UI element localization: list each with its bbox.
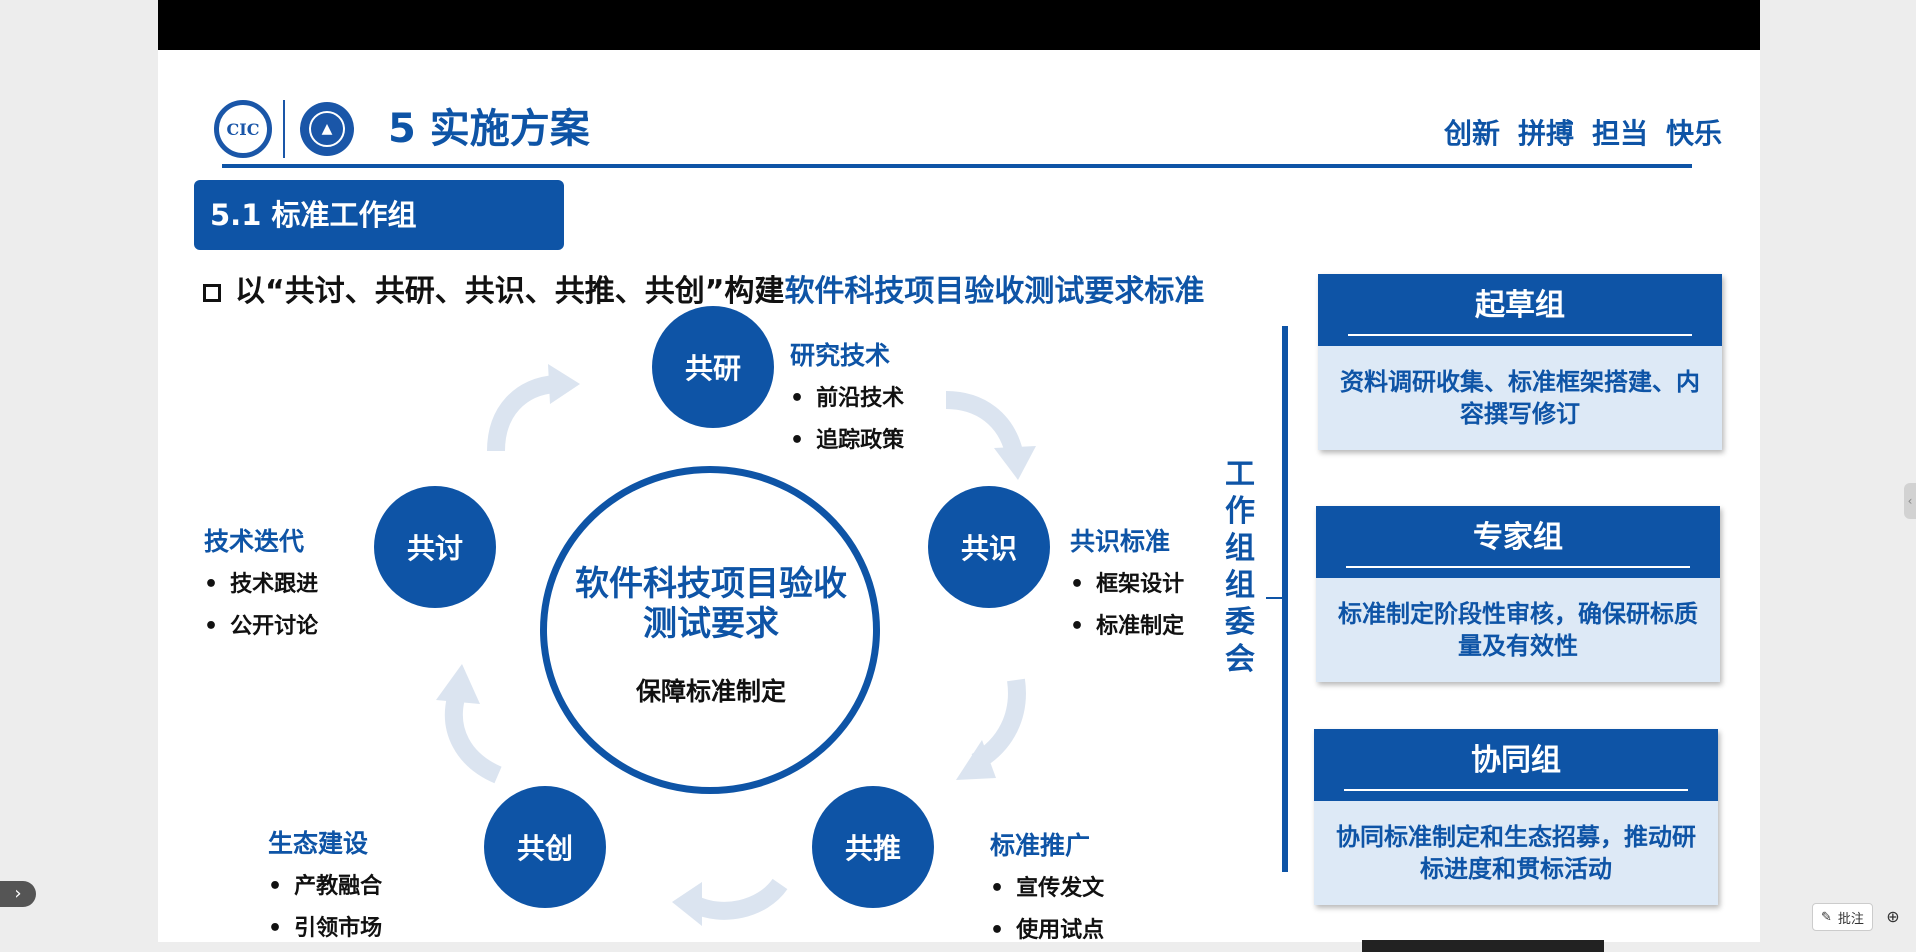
block-consensus: 共识标准 框架设计 标准制定 <box>1070 522 1184 648</box>
node-gongchuang: 共创 <box>484 786 606 908</box>
center-ring <box>540 466 880 794</box>
node-gongshi: 共识 <box>928 486 1050 608</box>
subtitle: 以“共讨、共研、共识、共推、共创”构建软件科技项目验收测试要求标准 <box>203 266 1204 310</box>
chevron-right-icon[interactable]: › <box>0 881 36 907</box>
curved-arrow-icon <box>436 664 502 784</box>
list-item: 宣传发文 <box>990 868 1104 910</box>
institute-seal-logo: ▲ <box>300 102 354 156</box>
list-item: 前沿技术 <box>790 378 904 420</box>
section-tab: 5.1 标准工作组 <box>194 180 564 250</box>
checkbox-bullet-icon <box>203 284 221 302</box>
committee-bracket-line <box>1282 326 1288 872</box>
slide-title: 5 实施方案 <box>388 106 590 152</box>
list-item: 引领市场 <box>268 908 382 942</box>
block-promotion: 标准推广 宣传发文 使用试点 <box>990 826 1104 942</box>
annotate-button[interactable]: ✎ 批注 <box>1812 903 1873 931</box>
motto-word: 拼搏 <box>1517 117 1574 150</box>
list-item: 使用试点 <box>990 910 1104 942</box>
committee-tick <box>1266 597 1282 599</box>
motto-word: 担当 <box>1591 117 1648 150</box>
block-iteration: 技术迭代 技术跟进 公开讨论 <box>204 522 318 648</box>
pen-icon: ✎ <box>1821 909 1832 925</box>
zoom-in-icon[interactable]: ⊕ <box>1886 906 1900 926</box>
side-panel-handle[interactable]: ‹ <box>1904 483 1916 519</box>
group-drafting: 起草组 资料调研收集、标准框架搭建、内容撰写修订 <box>1318 274 1722 450</box>
center-subtitle: 保障标准制定 <box>635 677 786 706</box>
curved-arrow-icon <box>956 678 1026 780</box>
list-item: 公开讨论 <box>204 606 318 648</box>
logo-separator <box>283 100 285 158</box>
motto: 创新 拼搏 担当 快乐 <box>1444 112 1722 152</box>
node-gongtao: 共讨 <box>374 486 496 608</box>
subtitle-highlight: 软件科技项目验收测试要求标准 <box>784 274 1205 309</box>
motto-word: 快乐 <box>1665 117 1722 150</box>
title-rule <box>222 164 1692 168</box>
cic-logo: CIC <box>214 100 272 158</box>
slide: CIC ▲ 5 实施方案 创新 拼搏 担当 快乐 5.1 标准工作组 以“共讨、… <box>158 50 1760 942</box>
curved-arrow-icon <box>672 878 788 926</box>
list-item: 标准制定 <box>1070 606 1184 648</box>
group-collaboration: 协同组 协同标准制定和生态招募，推动研标进度和贯标活动 <box>1314 729 1718 905</box>
curved-arrow-icon <box>487 364 580 452</box>
list-item: 框架设计 <box>1070 564 1184 606</box>
group-experts: 专家组 标准制定阶段性审核，确保研标质量及有效性 <box>1316 506 1720 682</box>
list-item: 产教融合 <box>268 866 382 908</box>
block-research: 研究技术 前沿技术 追踪政策 <box>790 336 904 462</box>
curved-arrow-icon <box>945 391 1036 480</box>
block-ecosystem: 生态建设 产教融合 引领市场 <box>268 824 382 942</box>
node-gongyan: 共研 <box>652 306 774 428</box>
list-item: 技术跟进 <box>204 564 318 606</box>
next-page-peek <box>1362 940 1604 952</box>
committee-label: 工 作 组 组 委 会 <box>1225 457 1255 677</box>
center-title: 软件科技项目验收 测试要求 <box>575 564 847 644</box>
node-gongtui: 共推 <box>812 786 934 908</box>
motto-word: 创新 <box>1443 117 1500 150</box>
viewer-top-bar <box>158 0 1760 50</box>
list-item: 追踪政策 <box>790 420 904 462</box>
